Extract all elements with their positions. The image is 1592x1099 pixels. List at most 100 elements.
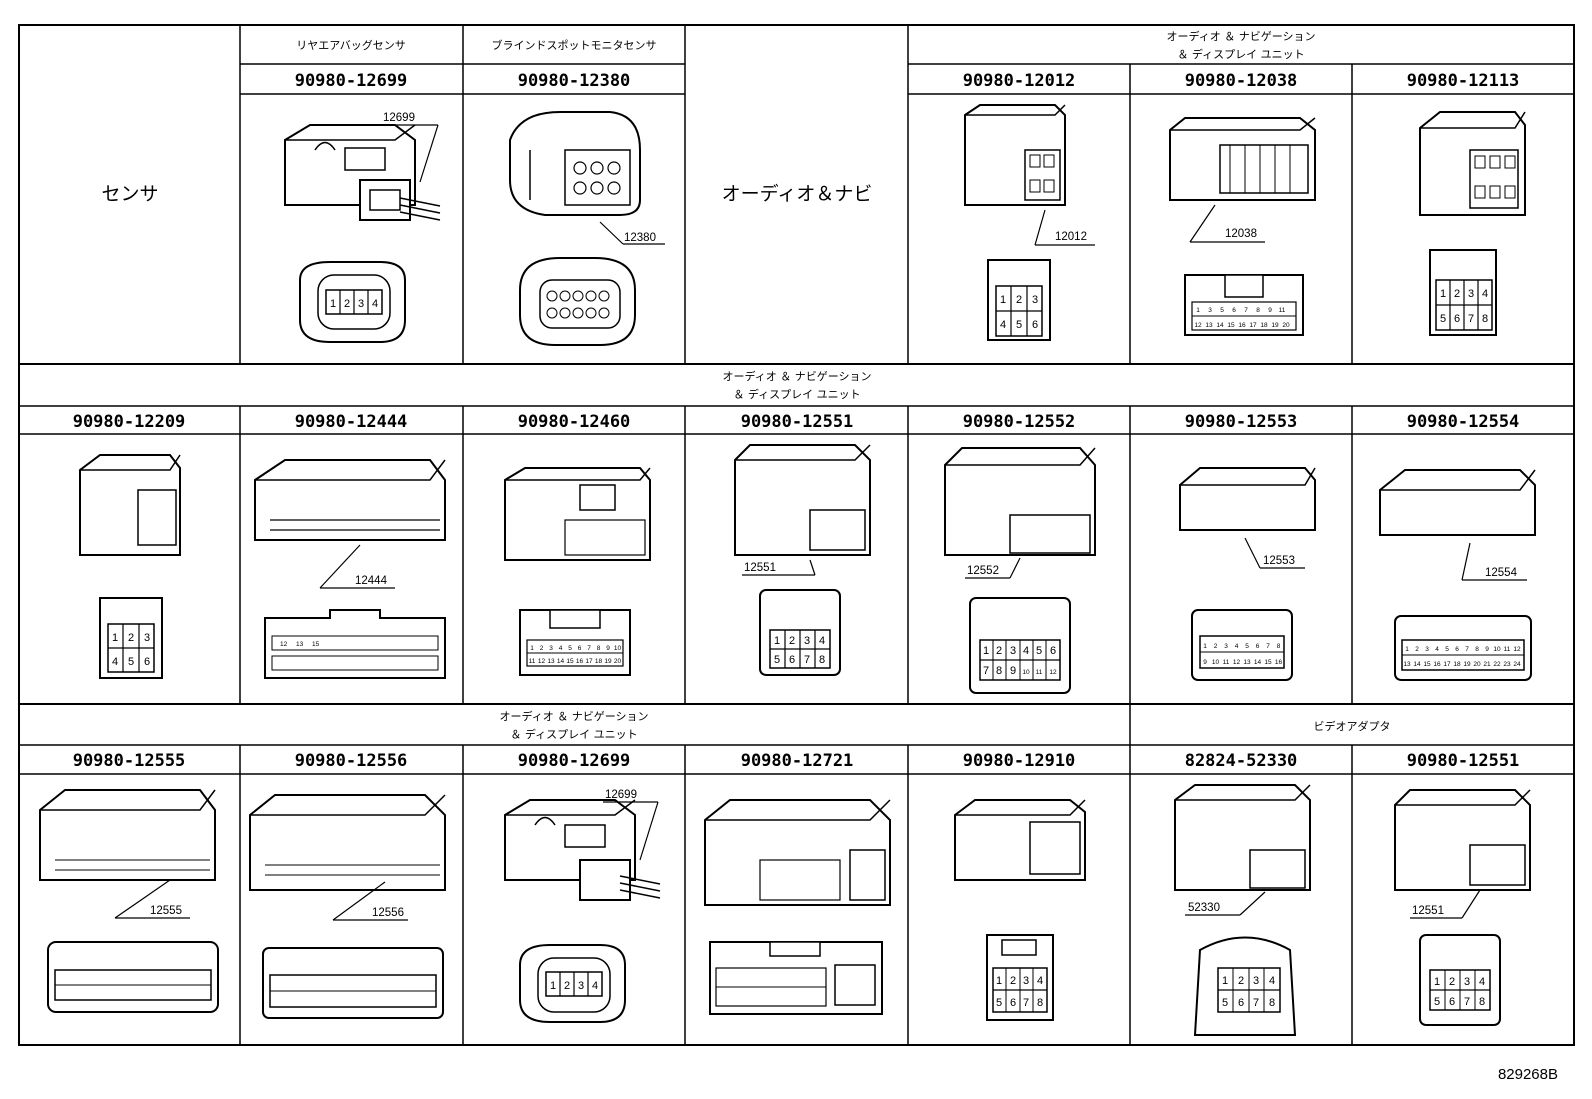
pin-label: 4	[559, 645, 563, 652]
pin-label: 5	[1445, 646, 1449, 653]
pin-label: 13	[1243, 659, 1251, 666]
part-number: 90980-12209	[73, 412, 186, 432]
pin-label: 6	[1455, 646, 1459, 653]
part-number: 90980-12699	[295, 71, 408, 91]
pin-view-12552	[969, 597, 1071, 694]
label-rear-airbag-sensor: リヤエアバッグセンサ	[296, 38, 406, 52]
connector-drawing-12910	[954, 799, 1086, 881]
pin-view-12910	[986, 934, 1054, 1021]
callout-label: 12038	[1225, 228, 1257, 240]
pin-label: 7	[1023, 997, 1029, 1009]
pin-label: 17	[585, 658, 593, 665]
pin-label: 1	[1203, 643, 1207, 650]
pin-label: 7	[587, 645, 591, 652]
pin-label: 10	[1022, 669, 1030, 676]
pin-label: 18	[1260, 322, 1268, 329]
pin-label: 1	[112, 632, 118, 644]
pin-label: 5	[1440, 313, 1446, 325]
pin-label: 8	[1475, 646, 1479, 653]
pin-label: 4	[1037, 975, 1043, 987]
pin-view-12553	[1191, 609, 1293, 681]
pin-label: 13	[296, 641, 304, 648]
pin-label: 6	[1454, 313, 1460, 325]
pin-label: 6	[1238, 997, 1244, 1009]
pin-label: 7	[1464, 996, 1470, 1008]
pin-label: 11	[529, 658, 536, 665]
pin-label: 23	[1503, 661, 1511, 668]
pin-view-12721	[709, 941, 883, 1015]
label-video-adapter: ビデオアダプタ	[1314, 719, 1391, 733]
pin-label: 2	[1238, 975, 1244, 987]
callout-label: 12554	[1485, 567, 1518, 579]
callout-label: 12012	[1055, 231, 1087, 243]
pin-label: 9	[1268, 307, 1272, 314]
group-header-line2: ＆ ディスプレイ ユニット	[733, 387, 860, 401]
connector-drawing-12380	[509, 111, 665, 245]
pin-label: 14	[1216, 322, 1224, 329]
connector-drawing-12556	[249, 794, 446, 921]
pin-view-52330	[1193, 936, 1297, 1036]
pin-label: 19	[1463, 661, 1471, 668]
group-header-line1: オーディオ ＆ ナビゲーション	[499, 709, 648, 723]
pin-label: 1	[1222, 975, 1228, 987]
pin-label: 12	[1049, 669, 1057, 676]
pin-label: 7	[983, 665, 989, 677]
connector-drawing-12551-b	[1394, 789, 1531, 919]
pin-view-12113	[1429, 249, 1497, 336]
pin-label: 6	[578, 645, 582, 652]
pin-label: 2	[344, 298, 350, 310]
pin-label: 4	[1482, 288, 1488, 300]
pin-label: 12	[280, 641, 288, 648]
pin-label: 9	[1203, 659, 1207, 666]
group-header-line1: オーディオ ＆ ナビゲーション	[1166, 29, 1315, 43]
connector-drawing-12721	[704, 799, 891, 906]
pin-label: 6	[1449, 996, 1455, 1008]
pin-label: 3	[358, 298, 364, 310]
pin-label: 14	[1254, 659, 1262, 666]
pin-label: 5	[1222, 997, 1228, 1009]
pin-label: 7	[1465, 646, 1469, 653]
part-number: 90980-12460	[518, 412, 631, 432]
pin-label: 3	[144, 632, 150, 644]
callout-label: 12551	[744, 562, 776, 574]
pin-view-12444	[264, 609, 446, 679]
pin-label: 6	[1256, 643, 1260, 650]
pin-label: 3	[1208, 307, 1212, 314]
pin-label: 20	[1282, 322, 1290, 329]
part-number: 90980-12555	[73, 751, 186, 771]
part-number: 90980-12552	[963, 412, 1076, 432]
pin-label: 11	[1223, 659, 1230, 666]
pin-label: 16	[576, 658, 584, 665]
part-number: 90980-12551	[741, 412, 854, 432]
callout-label: 12553	[1263, 555, 1295, 567]
pin-view-12551	[759, 589, 841, 676]
connector-drawing-12460	[504, 467, 651, 561]
part-number: 90980-12012	[963, 71, 1076, 91]
label-blind-spot-monitor-sensor: ブラインドスポットモニタセンサ	[492, 38, 657, 52]
pin-label: 7	[1468, 313, 1474, 325]
pin-label: 3	[1032, 294, 1038, 306]
pin-label: 5	[128, 656, 134, 668]
connector-drawing-12209	[79, 454, 181, 556]
pin-view-12209	[99, 597, 163, 679]
group-header-line2: ＆ ディスプレイ ユニット	[1177, 47, 1304, 61]
pin-label: 6	[789, 654, 795, 666]
pin-label: 4	[1269, 975, 1275, 987]
pin-label: 5	[568, 645, 572, 652]
pin-label: 2	[996, 645, 1002, 657]
part-number: 90980-12554	[1407, 412, 1520, 432]
callout-label: 12380	[624, 232, 656, 244]
pin-label: 2	[540, 645, 544, 652]
pin-label: 3	[1253, 975, 1259, 987]
pin-label: 20	[1473, 661, 1481, 668]
pin-label: 1	[1434, 976, 1440, 988]
pin-label: 13	[1205, 322, 1213, 329]
callout-label: 52330	[1188, 902, 1220, 914]
pin-view-12554	[1394, 615, 1532, 681]
pin-label: 8	[1269, 997, 1275, 1009]
pin-label: 5	[774, 654, 780, 666]
pin-label: 4	[592, 980, 598, 992]
callout-label: 12555	[150, 905, 182, 917]
pin-label: 3	[1468, 288, 1474, 300]
